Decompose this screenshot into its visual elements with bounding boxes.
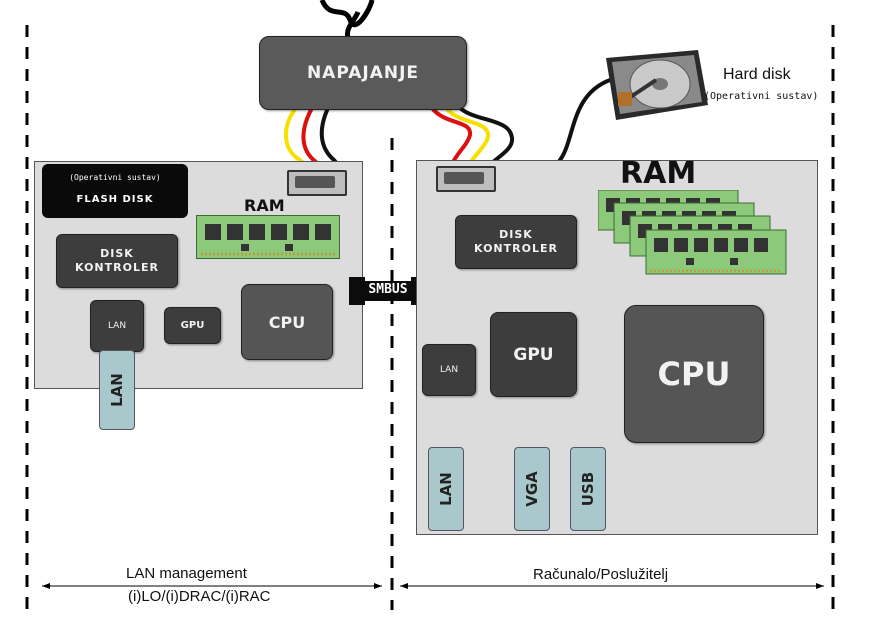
right-power-connector [436, 166, 496, 192]
right-disk-controller: DISK KONTROLER [455, 215, 577, 269]
power-supply-label: NAPAJANJE [306, 63, 420, 83]
usb-port-label: USB [579, 471, 598, 507]
left-gpu-label: GPU [180, 320, 205, 331]
left-disk-controller-label: DISK KONTROLER [75, 247, 159, 274]
left-disk-controller: DISK KONTROLER [56, 234, 178, 288]
footer-right: Računalo/Poslužitelj [533, 566, 669, 583]
flash-disk-label: FLASH DISK [76, 194, 154, 205]
mains-cable [319, 0, 375, 28]
right-gpu-label: GPU [513, 344, 554, 365]
right-ram-label: RAM [620, 156, 697, 191]
left-ram-module [196, 215, 340, 259]
right-cpu-label: CPU [657, 355, 731, 393]
left-ram-label: RAM [244, 196, 285, 215]
right-cpu: CPU [624, 305, 764, 443]
vga-port-label: VGA [523, 471, 541, 507]
hard-disk-image [598, 50, 710, 122]
flash-disk: (Operativni sustav) FLASH DISK [42, 164, 188, 218]
right-disk-controller-label: DISK KONTROLER [474, 228, 558, 255]
left-cpu: CPU [241, 284, 333, 360]
footer-left-line1: LAN management [126, 565, 247, 582]
left-cpu-label: CPU [268, 312, 306, 332]
left-gpu: GPU [164, 307, 221, 344]
left-lan-port[interactable]: LAN [99, 350, 135, 430]
smbus-label: SMBUS [368, 282, 408, 297]
right-lan-port[interactable]: LAN [428, 447, 464, 531]
hard-disk-subtitle: (Operativni sustav) [704, 91, 819, 102]
right-gpu: GPU [490, 312, 577, 397]
left-lan-chip: LAN [90, 300, 144, 352]
power-supply: NAPAJANJE [259, 36, 467, 110]
vga-port[interactable]: VGA [514, 447, 550, 531]
right-lan-port-label: LAN [436, 472, 455, 506]
right-ram-stack [598, 190, 790, 286]
flash-disk-os: (Operativni sustav) [69, 173, 161, 182]
mains-cable-lower [344, 10, 361, 39]
smbus-connector: SMBUS [345, 275, 431, 307]
hard-disk-title: Hard disk [723, 66, 791, 83]
right-lan-chip-label: LAN [439, 365, 459, 375]
footer-left-line2: (i)LO/(i)DRAC/(i)RAC [128, 588, 271, 605]
right-lan-chip: LAN [422, 344, 476, 396]
left-lan-chip-label: LAN [107, 321, 127, 331]
left-power-connector [287, 170, 347, 196]
usb-port[interactable]: USB [570, 447, 606, 531]
left-lan-port-label: LAN [107, 373, 126, 407]
